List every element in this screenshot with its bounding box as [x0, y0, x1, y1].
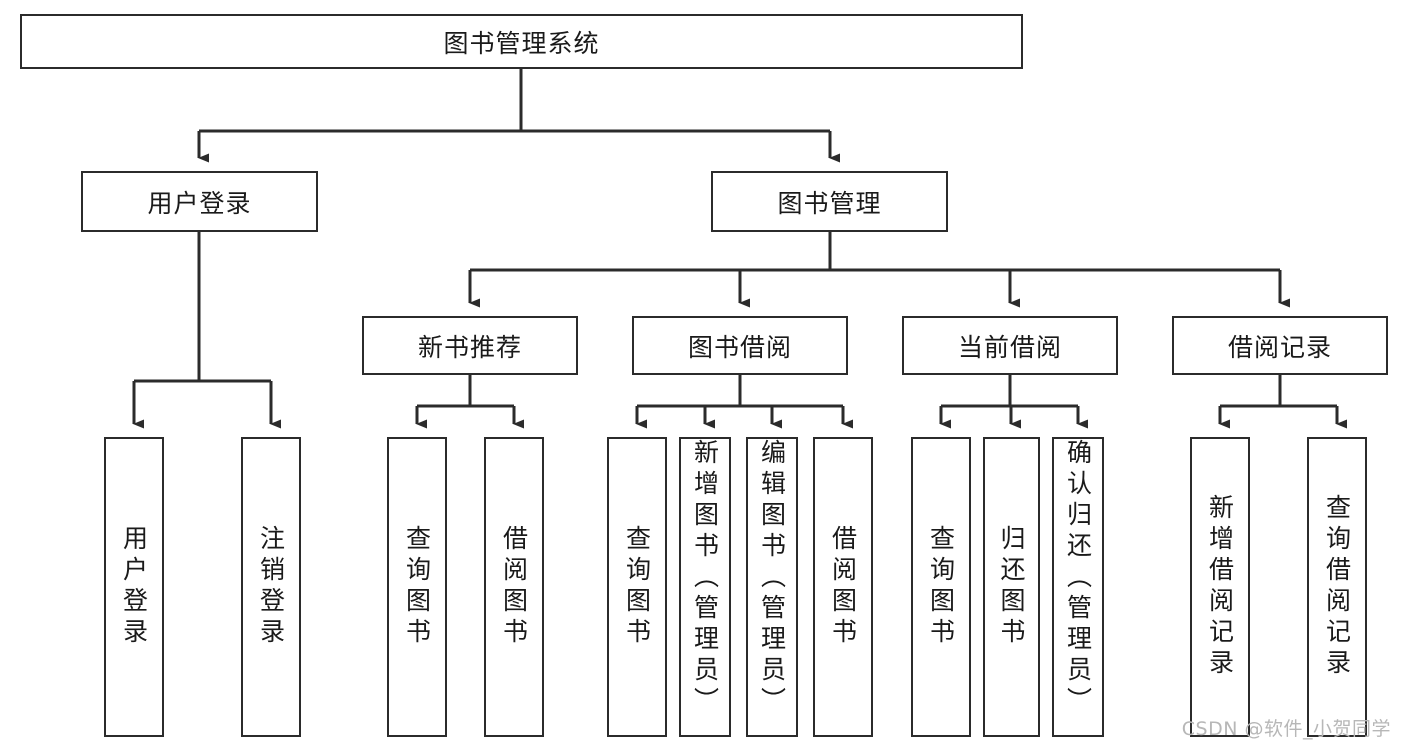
node-borrow-record[interactable]: 借阅记录 [1172, 316, 1388, 375]
node-leaf-query-book-3[interactable]: 查询图书 [911, 437, 971, 737]
node-new-book-recommend-label: 新书推荐 [417, 332, 522, 362]
node-leaf-user-logout-label: 注销登录 [256, 525, 286, 649]
node-root-label: 图书管理系统 [443, 28, 600, 58]
node-leaf-add-book[interactable]: 新增图书（管理员） [679, 437, 731, 737]
node-leaf-add-book-label: 新增图书（管理员） [690, 439, 720, 718]
node-leaf-add-record[interactable]: 新增借阅记录 [1190, 437, 1250, 737]
node-book-manage-label: 图书管理 [777, 188, 882, 218]
node-leaf-confirm-return[interactable]: 确认归还（管理员） [1052, 437, 1104, 737]
node-leaf-query-book-1-label: 查询图书 [402, 525, 432, 649]
node-leaf-borrow-book-1-label: 借阅图书 [499, 525, 529, 649]
node-new-book-recommend[interactable]: 新书推荐 [362, 316, 578, 375]
node-leaf-user-login[interactable]: 用户登录 [104, 437, 164, 737]
watermark-text: CSDN @软件_小贺同学 [1181, 718, 1391, 740]
node-leaf-return-book[interactable]: 归还图书 [983, 437, 1040, 737]
node-leaf-query-book-2[interactable]: 查询图书 [607, 437, 667, 737]
node-leaf-user-login-label: 用户登录 [119, 525, 149, 649]
node-leaf-user-logout[interactable]: 注销登录 [241, 437, 301, 737]
node-leaf-query-record-label: 查询借阅记录 [1322, 494, 1352, 680]
node-leaf-borrow-book-1[interactable]: 借阅图书 [484, 437, 544, 737]
node-root[interactable]: 图书管理系统 [20, 14, 1023, 69]
node-leaf-query-book-2-label: 查询图书 [622, 525, 652, 649]
node-leaf-confirm-return-label: 确认归还（管理员） [1063, 439, 1093, 718]
node-leaf-add-record-label: 新增借阅记录 [1205, 494, 1235, 680]
node-leaf-return-book-label: 归还图书 [997, 525, 1026, 649]
node-borrow-record-label: 借阅记录 [1227, 332, 1332, 362]
node-current-borrow-label: 当前借阅 [957, 332, 1062, 362]
node-book-borrow-label: 图书借阅 [687, 332, 792, 362]
node-leaf-query-book-1[interactable]: 查询图书 [387, 437, 447, 737]
node-leaf-borrow-book-2-label: 借阅图书 [828, 525, 858, 649]
node-leaf-edit-book[interactable]: 编辑图书（管理员） [746, 437, 798, 737]
node-user-login-label: 用户登录 [147, 188, 252, 218]
node-leaf-edit-book-label: 编辑图书（管理员） [757, 439, 787, 718]
node-current-borrow[interactable]: 当前借阅 [902, 316, 1118, 375]
node-leaf-query-record[interactable]: 查询借阅记录 [1307, 437, 1367, 737]
node-user-login[interactable]: 用户登录 [81, 171, 318, 232]
node-leaf-query-book-3-label: 查询图书 [926, 525, 956, 649]
node-book-borrow[interactable]: 图书借阅 [632, 316, 848, 375]
node-leaf-borrow-book-2[interactable]: 借阅图书 [813, 437, 873, 737]
node-book-manage[interactable]: 图书管理 [711, 171, 948, 232]
